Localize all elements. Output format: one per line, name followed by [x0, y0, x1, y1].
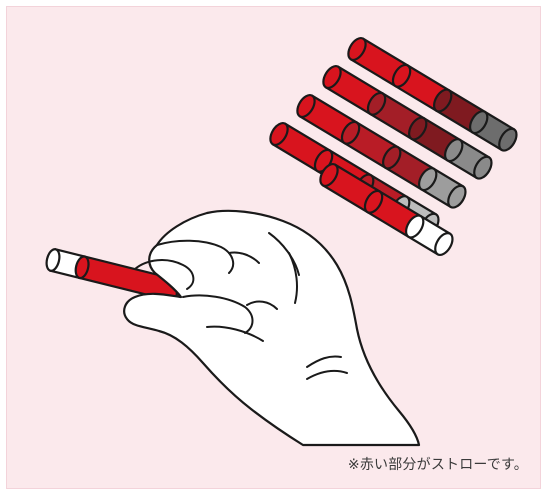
hand-with-straw: [45, 209, 421, 447]
hand-outline: [123, 209, 421, 447]
straw-row-5: [319, 163, 454, 257]
straw-row-2: [322, 65, 493, 180]
straw-row-1: [347, 37, 518, 152]
illustration-panel: ※赤い部分がストローです。: [6, 6, 541, 489]
caption-note: ※赤い部分がストローです。: [347, 457, 528, 473]
straw-illustration: [45, 37, 518, 447]
finger-lines: [134, 232, 348, 380]
straw-row-3: [296, 94, 467, 209]
straw-cartridge-stack: [269, 37, 518, 257]
